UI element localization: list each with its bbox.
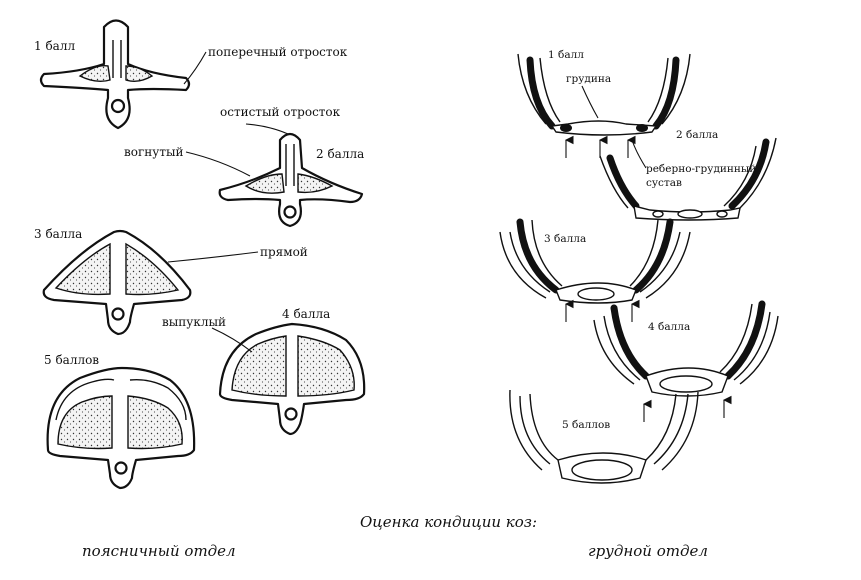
concave-leader	[185, 151, 251, 177]
spinous-process-label: остистый отросток	[220, 105, 341, 119]
thoracic-section-score-2	[599, 137, 777, 221]
costosternal-joint-label-2: сустав	[646, 177, 682, 189]
transverse-process-label: поперечный отросток	[208, 45, 348, 59]
caption-title: Оценка кондиции коз:	[360, 513, 537, 531]
lumbar-vertebra-score-5	[46, 366, 196, 490]
concave-label: вогнутый	[124, 145, 184, 159]
thoracic-score5-label: 5 баллов	[562, 419, 610, 431]
thoracic-score2-label: 2 балла	[676, 129, 718, 141]
lumbar-score1-label: 1 балл	[34, 39, 75, 53]
lumbar-score4-label: 4 балла	[282, 307, 330, 321]
lumbar-vertebra-score-4	[218, 322, 366, 436]
thoracic-score3-label: 3 балла	[544, 233, 586, 245]
sternum-leader	[581, 85, 599, 119]
caption-lumbar: поясничный отдел	[82, 542, 236, 560]
convex-label: выпуклый	[162, 315, 226, 329]
lumbar-vertebra-score-3	[42, 229, 192, 336]
costosternal-joint-leader	[631, 139, 647, 169]
lumbar-score2-label: 2 балла	[316, 147, 364, 161]
thoracic-section-score-5	[509, 389, 699, 484]
lumbar-vertebra-score-1	[39, 19, 191, 130]
transverse-process-leader	[183, 51, 207, 85]
thoracic-score4-label: 4 балла	[648, 321, 690, 333]
convex-leader	[211, 327, 253, 353]
thoracic-score1-label: 1 балл	[548, 49, 584, 61]
thoracic-section-score-1	[517, 53, 691, 158]
sternum-label: грудина	[566, 73, 611, 85]
thoracic-section-score-4	[593, 300, 779, 422]
thoracic-section-score-3	[499, 218, 691, 322]
lumbar-score3-label: 3 балла	[34, 227, 82, 241]
straight-leader	[167, 251, 259, 263]
spinous-process-leader	[245, 123, 289, 135]
lumbar-vertebra-score-2	[218, 132, 364, 228]
lumbar-score5-label: 5 баллов	[44, 353, 99, 367]
costosternal-joint-label-1: реберно-грудинный	[646, 163, 756, 175]
straight-label: прямой	[260, 245, 308, 259]
caption-thoracic: грудной отдел	[588, 542, 708, 560]
